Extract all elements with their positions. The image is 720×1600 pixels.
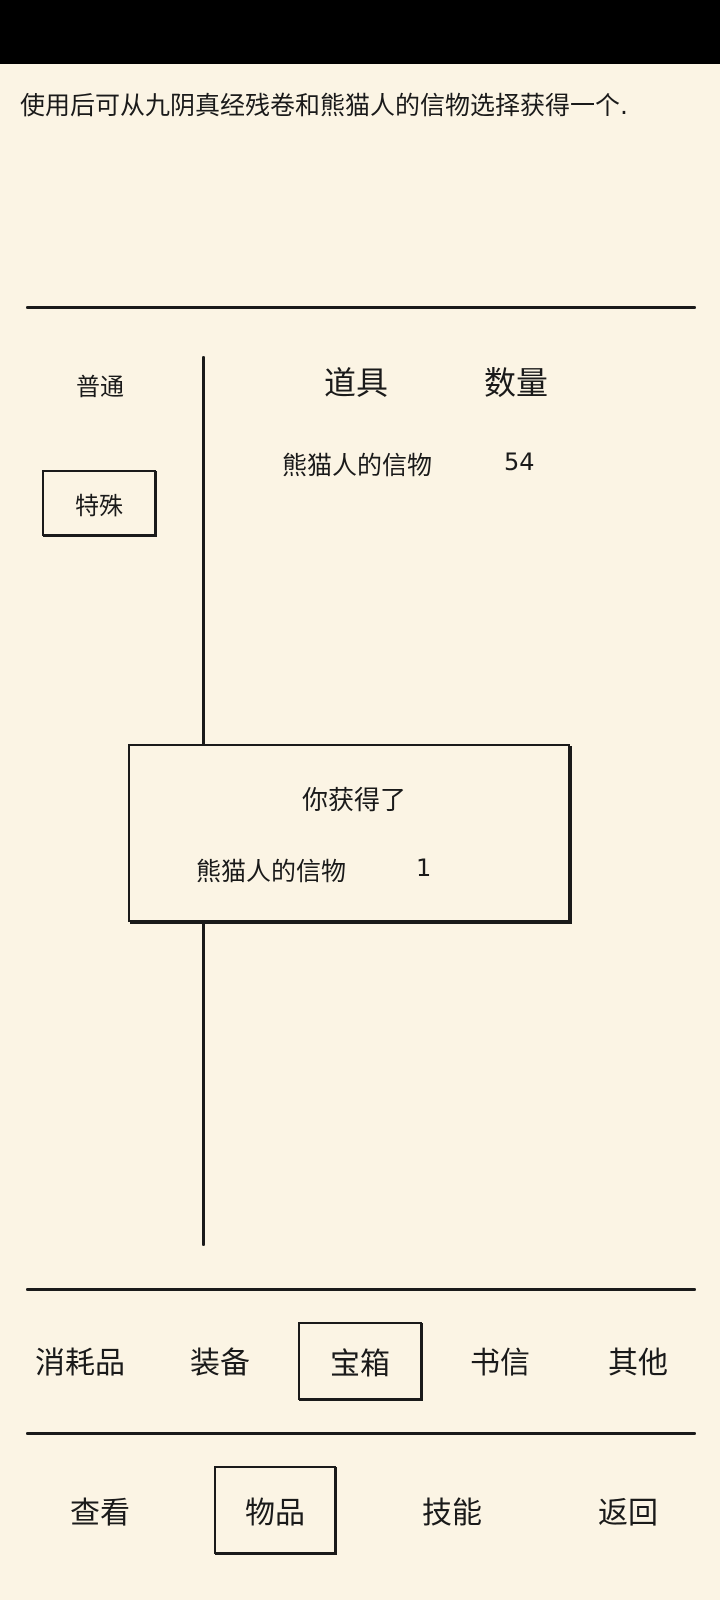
reward-dialog[interactable]: 你获得了 熊猫人的信物 1 [128, 744, 570, 922]
tab-others-label: 其他 [608, 1346, 668, 1381]
tab-special[interactable]: 特殊 [42, 470, 156, 536]
header-item: 道具 [324, 364, 389, 402]
tab-others[interactable]: 其他 [578, 1332, 698, 1388]
dialog-item-quantity: 1 [416, 854, 432, 882]
dialog-title: 你获得了 [302, 786, 407, 816]
nav-items-label: 物品 [245, 1496, 305, 1531]
nav-view[interactable]: 查看 [40, 1482, 160, 1538]
tab-consumables[interactable]: 消耗品 [20, 1332, 140, 1388]
row-item-quantity: 54 [504, 448, 535, 476]
tab-normal[interactable]: 普通 [44, 362, 156, 406]
tab-letters[interactable]: 书信 [440, 1332, 560, 1388]
tab-equipment[interactable]: 装备 [160, 1332, 280, 1388]
tab-treasure-chest-label: 宝箱 [330, 1347, 390, 1382]
status-bar [0, 0, 720, 64]
tab-special-label: 特殊 [75, 491, 123, 520]
tabs-top-divider [26, 1288, 696, 1291]
top-divider [26, 306, 696, 309]
tab-equipment-label: 装备 [190, 1346, 250, 1381]
nav-skills-label: 技能 [422, 1496, 482, 1531]
row-item-name: 熊猫人的信物 [282, 451, 433, 480]
header-quantity: 数量 [484, 364, 549, 402]
tab-treasure-chest[interactable]: 宝箱 [298, 1322, 422, 1400]
nav-back[interactable]: 返回 [568, 1482, 688, 1538]
dialog-item-name: 熊猫人的信物 [196, 857, 347, 886]
nav-items[interactable]: 物品 [214, 1466, 336, 1554]
nav-view-label: 查看 [70, 1496, 130, 1531]
tab-normal-label: 普通 [76, 372, 124, 401]
tab-letters-label: 书信 [470, 1346, 530, 1381]
nav-skills[interactable]: 技能 [392, 1482, 512, 1538]
tab-consumables-label: 消耗品 [35, 1346, 125, 1381]
item-description: 使用后可从九阴真经残卷和熊猫人的信物选择获得一个. [20, 91, 628, 120]
nav-top-divider [26, 1432, 696, 1435]
nav-back-label: 返回 [598, 1496, 658, 1531]
